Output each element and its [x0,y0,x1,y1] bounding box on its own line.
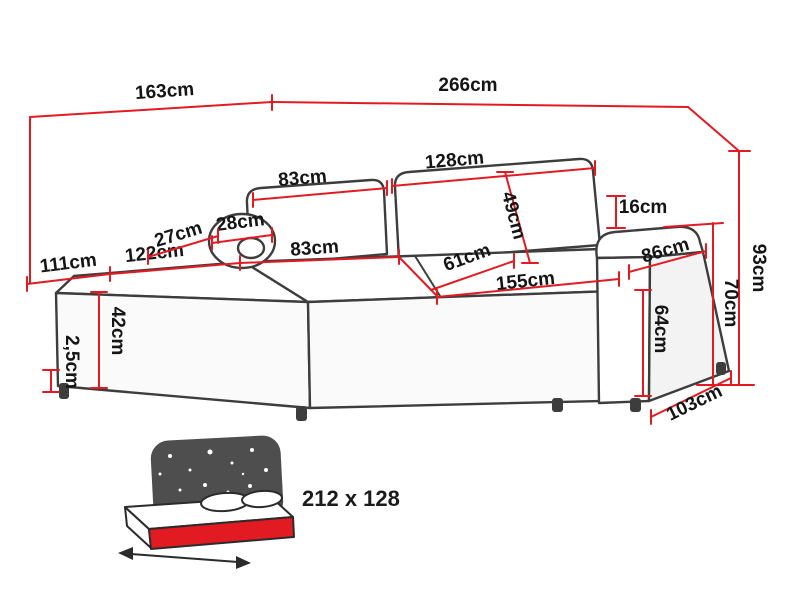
dim-label-163: 163cm [134,79,194,104]
star-icon [188,468,192,472]
star-icon [207,449,213,455]
dim-line [29,101,273,118]
star-icon [158,472,162,476]
chaise-front-face [54,291,312,410]
dim-label-64: 64cm [650,305,671,354]
dim-label-83-seat: 83cm [290,236,340,260]
dim-line [239,256,400,264]
dim-label-42: 42cm [107,307,128,356]
dim-label-70: 70cm [720,279,741,328]
dim-line [147,235,219,258]
mattress-front-red [148,516,295,550]
dim-83-back: 83cm [252,166,388,208]
dim-16: 16cm [606,195,668,229]
dim-line [211,234,273,244]
pillow [241,489,283,509]
dim-70: 70cm [663,222,741,385]
dim-label-16: 16cm [619,197,668,218]
sleeping-area-label: 212 x 128 [302,486,400,511]
sofa-foot [716,362,726,375]
star-icon [203,483,207,487]
dim-label-2-5: 2,5cm [61,335,82,389]
dim-266: 266cm [271,75,689,108]
dim-label-111: 111cm [39,250,98,278]
star-icon [168,454,172,458]
arrow-head-right [236,556,251,569]
dim-line [252,187,388,201]
dim-128: 128cm [391,147,596,194]
round-pillow-inner [236,236,266,260]
dim-line [504,171,531,264]
dim-line [271,101,689,108]
dim-label-266: 266cm [438,75,497,96]
dim-2-5: 2,5cm [42,335,82,393]
backrest-right-cushion [393,157,602,263]
dim-label-128: 128cm [424,147,485,173]
tick [663,222,724,228]
dim-line [391,167,596,187]
width-arrow [118,547,251,569]
stars [158,443,268,494]
dim-64: 64cm [634,289,671,397]
seat-front-face [306,288,644,410]
star-icon [250,448,254,452]
sofa-foot [630,398,641,412]
star-icon [248,484,252,488]
dim-label-93: 93cm [748,244,769,293]
dim-line [650,377,732,418]
projection-line-right [687,106,740,152]
dim-27: 27cm [147,218,219,265]
sleeping-function-icon: 212 x 128 [118,435,400,569]
star-icon [241,472,245,476]
sofa-foot [59,383,69,399]
dim-label-83-back: 83cm [277,166,327,191]
arrow-line [130,553,239,563]
dim-155: 155cm [436,268,620,305]
arrow-head-left [118,547,133,560]
armrest-outer-side [647,250,731,403]
star-icon [230,461,234,465]
dim-line [430,260,515,291]
dim-line [109,262,241,275]
sofa-foot [296,406,307,421]
star-icon [178,488,182,492]
dim-163: 163cm [29,79,273,118]
dim-line [628,250,707,273]
dim-line [26,273,111,285]
dim-42: 42cm [90,291,128,389]
dim-line [436,278,620,298]
sofa-foot [552,398,563,412]
star-icon [264,468,268,472]
dim-93: 93cm [696,150,769,386]
